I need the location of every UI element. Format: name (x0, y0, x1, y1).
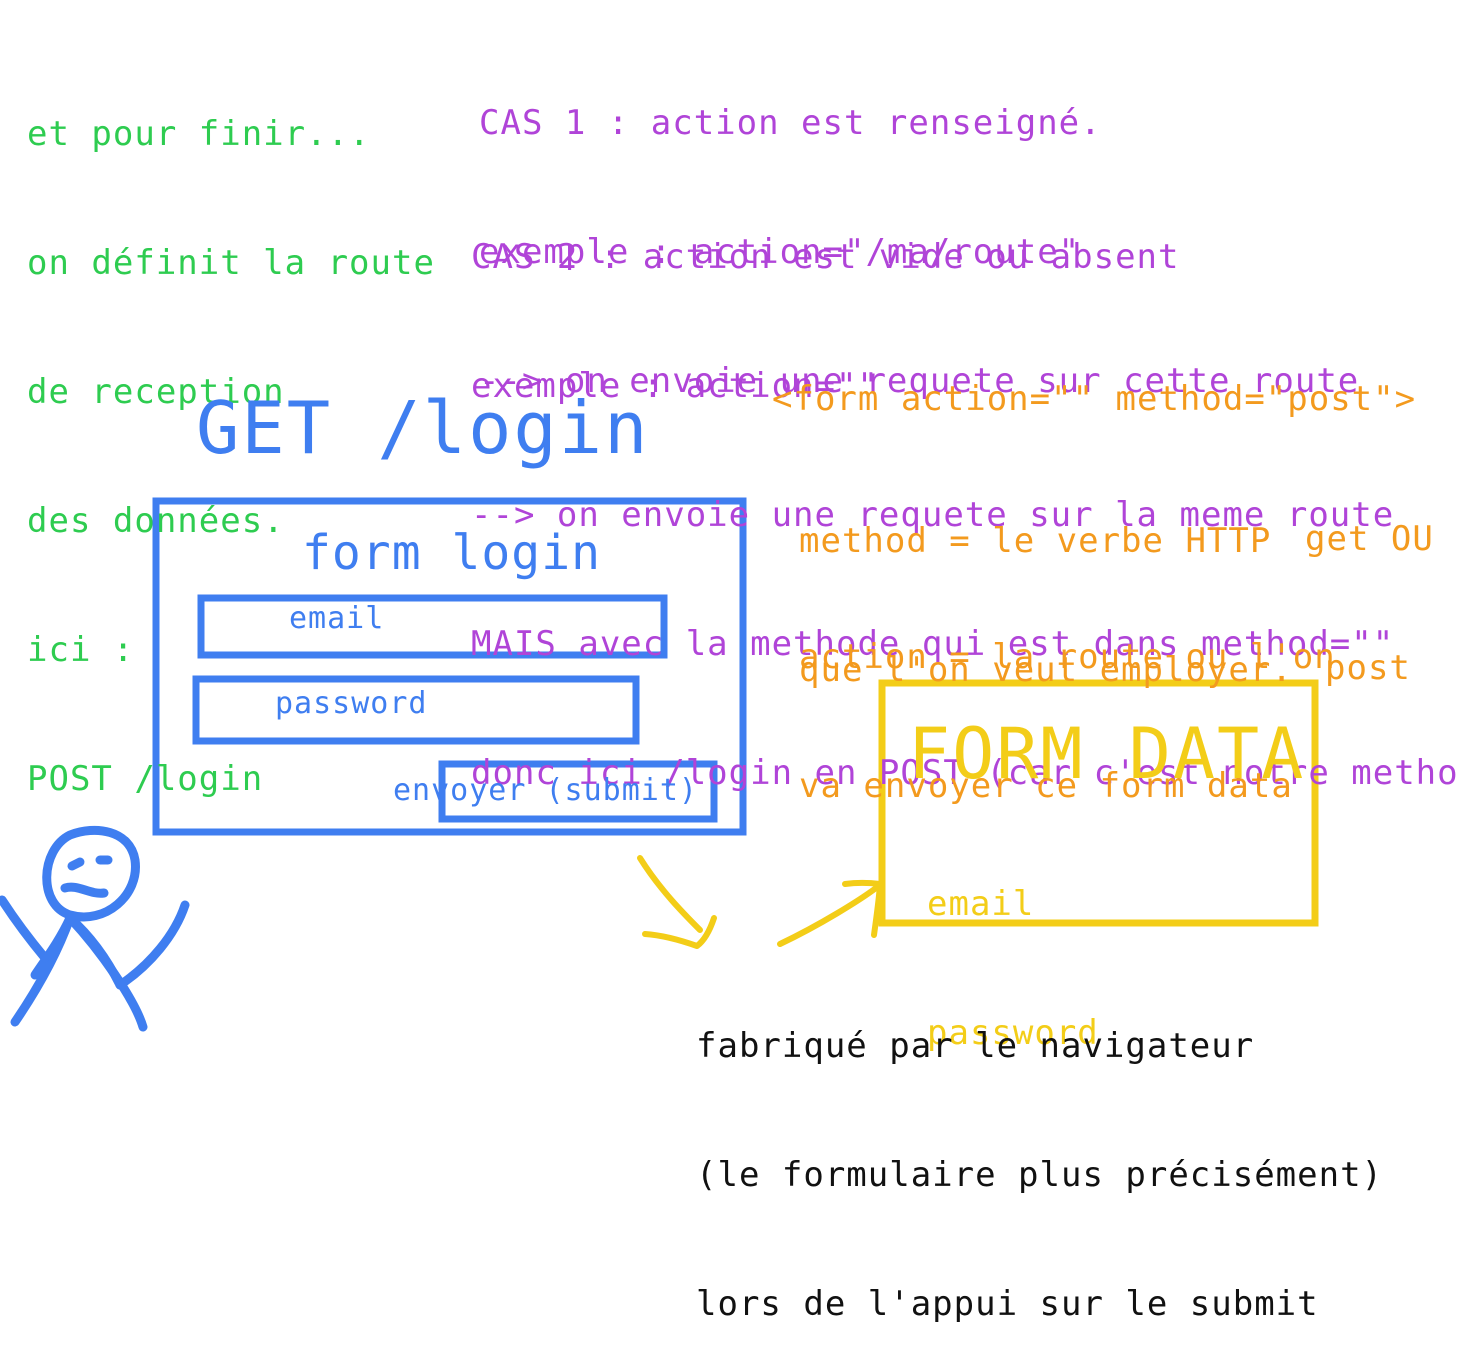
method-value-line: post (1325, 648, 1411, 688)
case2-line: MAIS avec la methode qui est dans method… (471, 624, 1395, 664)
method-note-line: que l'on veut employer. (799, 650, 1293, 690)
action-note: action = la route ou l'on va envoyer ce … (799, 550, 1336, 851)
intro-note-line: et pour finir... (27, 114, 371, 154)
form-data-field: email (927, 884, 1035, 924)
case2-line: donc ici /login en POST (car c'est notre… (471, 753, 1457, 793)
case1-line: --> on envoie une requete sur cette rout… (479, 361, 1360, 401)
case2-line: CAS 2 : action est vide ou absent (471, 237, 1180, 277)
action-note-line: action = la route ou l'on (799, 637, 1336, 677)
form-data-field: password (927, 1013, 1099, 1053)
intro-note-line: de reception (27, 372, 285, 412)
case1-line: exemple : action="/ma/route" (479, 232, 1081, 272)
intro-note-line: ici : (27, 630, 135, 670)
method-note: method = le verbe HTTP que l'on veut emp… (799, 434, 1293, 735)
email-field-label[interactable]: email (289, 601, 385, 636)
method-value-line: get OU (1305, 519, 1434, 559)
browser-note-line: fabriqué par le navigateur (696, 1026, 1255, 1066)
method-values: get OU post (1305, 432, 1434, 733)
intro-note-line: des données. (27, 501, 285, 541)
sketch-strokes (0, 497, 1319, 1032)
case2-line: exemple : action="" (471, 366, 879, 406)
email-input-box (197, 594, 668, 659)
intro-note: et pour finir... on définit la route de … (27, 27, 435, 844)
action-note-line: va envoyer ce form data (799, 766, 1293, 806)
intro-note-line: on définit la route (27, 243, 435, 283)
page-route-title: GET /login (196, 386, 650, 470)
flow-arrows (637, 855, 883, 949)
browser-note: fabriqué par le navigateur (le formulair… (696, 939, 1383, 1369)
submit-button-label[interactable]: envoyer (submit) (393, 773, 698, 808)
intro-note-line: POST /login (27, 759, 264, 799)
case2-line: --> on envoie une requete sur la meme ro… (471, 495, 1395, 535)
login-form-box (152, 497, 747, 836)
browser-note-line: (le formulaire plus précisément) (696, 1155, 1384, 1195)
case1-note: CAS 1 : action est renseigné. exemple : … (479, 16, 1359, 446)
submit-button-box (438, 760, 718, 823)
form-login-title: form login (302, 525, 601, 581)
method-note-line: method = le verbe HTTP (799, 521, 1272, 561)
form-data-fields: email password (927, 797, 1099, 1098)
form-data-title: FORM DATA (908, 713, 1306, 795)
case2-note: CAS 2 : action est vide ou absent exempl… (471, 150, 1457, 838)
password-field-label[interactable]: password (275, 686, 428, 721)
form-data-box (878, 679, 1319, 927)
password-input-box (192, 675, 640, 745)
stick-figure-icon (0, 825, 190, 1032)
form-tag-code: <form action="" method="post"> (772, 379, 1417, 419)
browser-note-line: lors de l'appui sur le submit (696, 1284, 1319, 1324)
case1-line: CAS 1 : action est renseigné. (479, 103, 1102, 143)
